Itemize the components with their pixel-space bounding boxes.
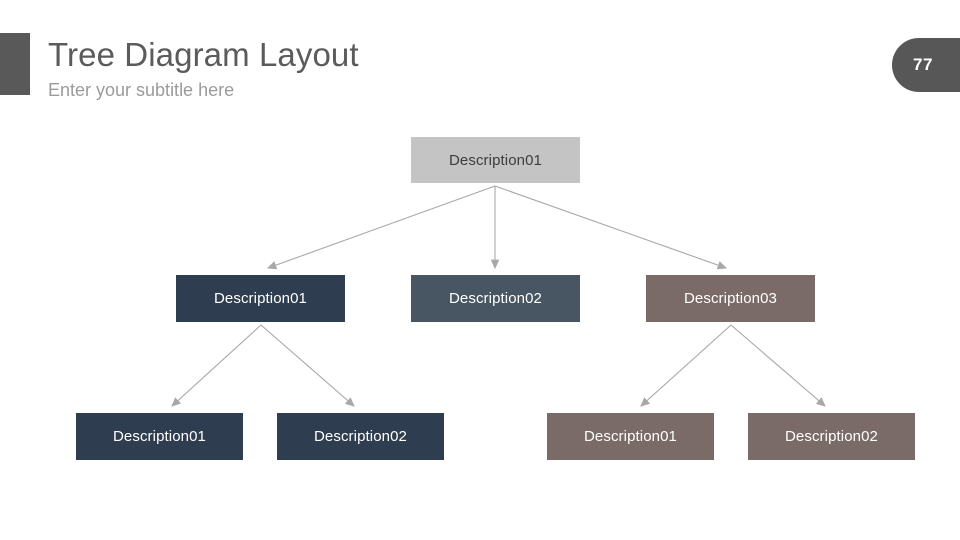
tree-node-label: Description01 xyxy=(112,428,206,445)
tree-node-mid-3[interactable]: Description03 xyxy=(646,275,815,322)
connector-mid-1-to-leaf-1 xyxy=(171,324,262,407)
title-accent-bar xyxy=(0,33,30,95)
tree-node-label: Description01 xyxy=(448,151,542,169)
tree-node-leaf-4[interactable]: Description02 xyxy=(748,413,915,460)
tree-node-leaf-2[interactable]: Description02 xyxy=(277,413,444,460)
connector-mid-3-to-leaf-4 xyxy=(730,324,826,407)
page-number-text: 77 xyxy=(913,55,933,74)
tree-node-mid-1[interactable]: Description01 xyxy=(176,275,345,322)
tree-node-root[interactable]: Description01 xyxy=(411,137,580,183)
tree-node-mid-2[interactable]: Description02 xyxy=(411,275,580,322)
connector-root-to-mid-3 xyxy=(494,185,728,270)
tree-node-label: Description01 xyxy=(583,428,677,445)
page-title: Tree Diagram Layout xyxy=(48,36,359,73)
connector-root-to-mid-1 xyxy=(266,185,496,270)
tree-node-leaf-1[interactable]: Description01 xyxy=(76,413,243,460)
tree-node-leaf-3[interactable]: Description01 xyxy=(547,413,714,460)
tree-node-label: Description01 xyxy=(213,290,307,307)
page-number-badge: 77 xyxy=(892,38,960,92)
page-subtitle: Enter your subtitle here xyxy=(48,80,235,100)
tree-node-label: Description03 xyxy=(683,290,777,307)
tree-node-label: Description02 xyxy=(784,428,878,445)
connector-mid-3-to-leaf-3 xyxy=(640,324,732,407)
connector-mid-1-to-leaf-2 xyxy=(260,324,355,407)
tree-node-label: Description02 xyxy=(313,428,407,445)
tree-node-label: Description02 xyxy=(448,290,542,307)
